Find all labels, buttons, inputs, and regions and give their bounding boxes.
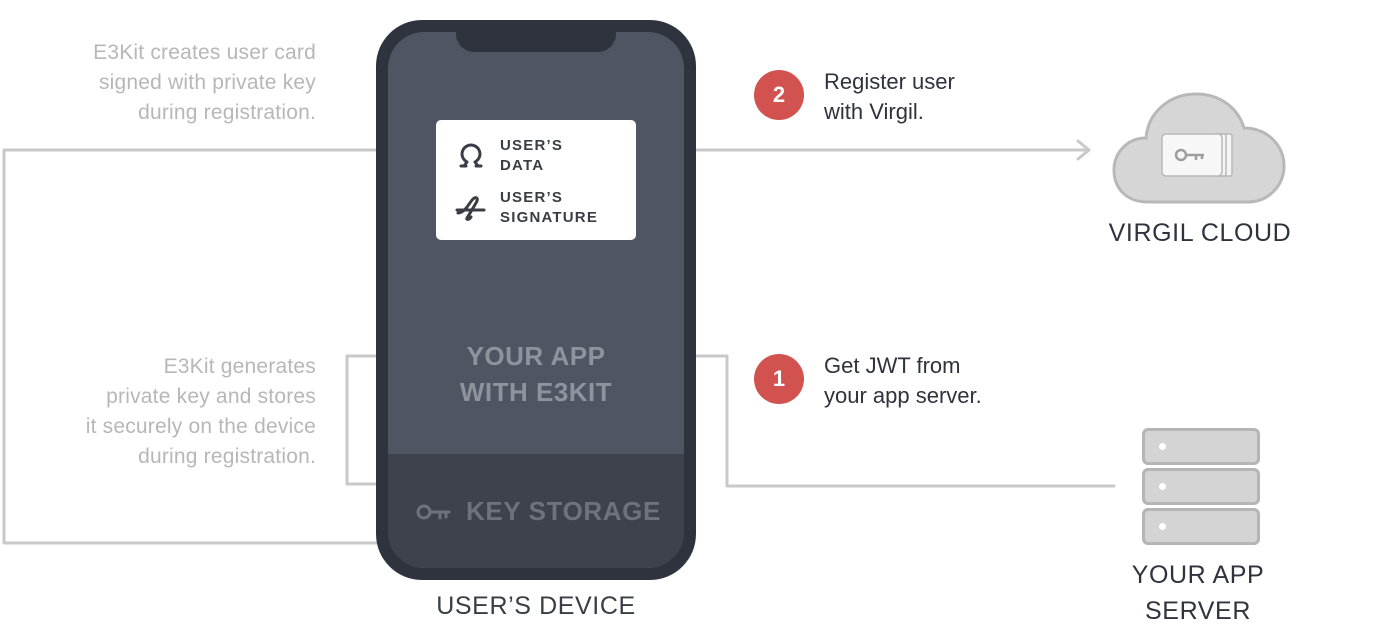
- step-2-text: Register user with Virgil.: [824, 69, 955, 124]
- user-signature-label: USER’S SIGNATURE: [500, 189, 599, 226]
- server-label: YOUR APP SERVER: [1131, 561, 1265, 625]
- private-key-note: E3Kit generates private key and stores i…: [85, 355, 316, 468]
- user-card: USER’S DATA USER’S SIGNATURE: [436, 120, 636, 240]
- server-unit-3: [1142, 508, 1260, 545]
- step-1-text: Get JWT from your app server.: [824, 353, 982, 408]
- key-icon: [416, 504, 451, 519]
- device-label: USER’S DEVICE: [436, 592, 636, 620]
- user-signature-row: USER’S SIGNATURE: [454, 188, 598, 228]
- phone-screen: [388, 32, 684, 568]
- signature-icon: [454, 191, 488, 225]
- registration-card-note: E3Kit creates user card signed with priv…: [93, 41, 316, 124]
- key-storage: KEY STORAGE: [416, 496, 661, 527]
- server-unit-2: [1142, 468, 1260, 505]
- cloud-icon: [1112, 90, 1288, 211]
- user-data-row: USER’S DATA: [454, 136, 563, 176]
- signature-flow-line: [2, 148, 412, 545]
- server-unit-1: [1142, 428, 1260, 465]
- register-flow-arrowhead: [1076, 139, 1091, 161]
- user-data-label: USER’S DATA: [500, 137, 564, 174]
- user-icon: [454, 139, 488, 173]
- step-1-badge: 1: [754, 354, 804, 404]
- step-2-badge: 2: [754, 70, 804, 120]
- app-title: YOUR APP WITH E3KIT: [459, 341, 613, 407]
- cloud-label: VIRGIL CLOUD: [1108, 219, 1292, 247]
- key-storage-label: KEY STORAGE: [466, 496, 661, 526]
- phone-notch: [456, 20, 616, 52]
